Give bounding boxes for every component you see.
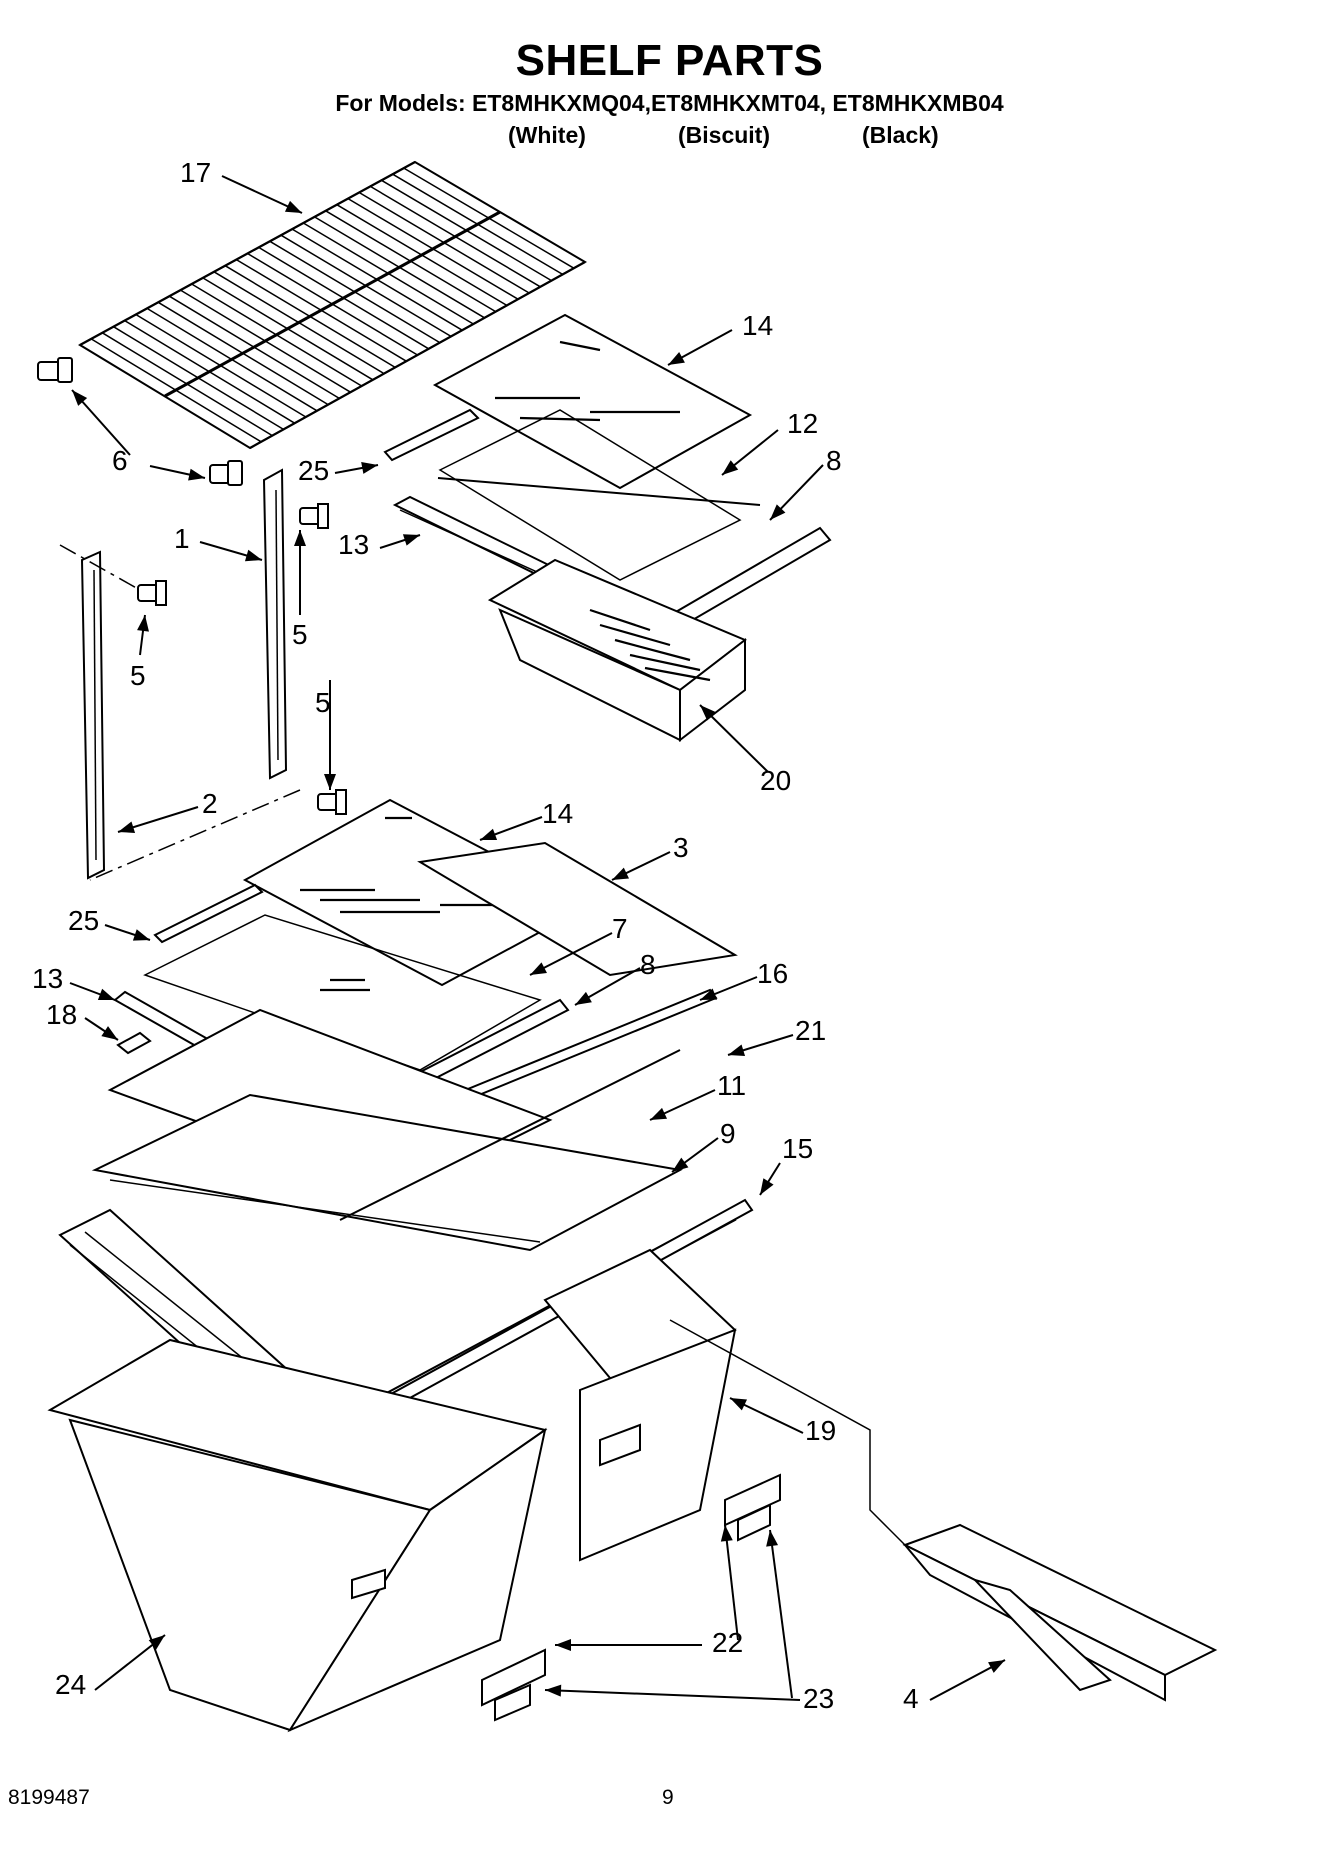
model-list: For Models: ET8MHKXMQ04,ET8MHKXMT04, ET8… (335, 90, 1004, 116)
callout-5-upper: 5 (292, 619, 308, 650)
callout-2: 2 (202, 788, 218, 819)
leader-arrowhead (244, 549, 262, 562)
callout-19: 19 (805, 1415, 836, 1446)
leader-arrowhead (324, 774, 336, 790)
upper-shelf-frame (437, 409, 761, 581)
leader-arrowhead (722, 460, 739, 475)
callout-5-lower: 5 (315, 687, 331, 718)
color-white-label: (White) (508, 122, 586, 148)
callout-14-lower: 14 (542, 798, 573, 829)
leader-line (769, 1529, 793, 1699)
callout-13-lower: 13 (32, 963, 63, 994)
callout-18: 18 (46, 999, 77, 1030)
document-number: 8199487 (8, 1786, 90, 1809)
callout-23: 23 (803, 1683, 834, 1714)
wire-shelf (77, 160, 588, 450)
crisper-drawer-left (47, 1338, 548, 1733)
callout-22: 22 (712, 1627, 743, 1658)
leader-line (544, 1689, 801, 1701)
shelf-peg-right (209, 460, 243, 486)
callout-21: 21 (795, 1015, 826, 1046)
leader-arrowhead (760, 1178, 774, 1195)
callout-16: 16 (757, 958, 788, 989)
leader-arrowhead (148, 1635, 165, 1650)
callout-1: 1 (174, 523, 190, 554)
leader-arrowhead (988, 1660, 1005, 1673)
leader-arrowhead (137, 615, 149, 632)
leader-arrowhead (700, 705, 716, 721)
callout-24: 24 (55, 1669, 86, 1700)
callout-3: 3 (673, 832, 689, 863)
color-biscuit-label: (Biscuit) (678, 122, 770, 148)
callout-14-upper: 14 (742, 310, 773, 341)
leader-arrowhead (188, 468, 205, 481)
drawer-clip-left (481, 1648, 546, 1722)
callout-9: 9 (720, 1118, 736, 1149)
trim-strip-small (116, 1031, 152, 1055)
color-black-label: (Black) (862, 122, 939, 148)
shelf-ladder-right (89, 468, 301, 881)
shelf-ladder-left (59, 544, 141, 880)
leader-arrowhead (530, 962, 547, 975)
leader-arrowhead (650, 1107, 668, 1120)
leader-arrowhead (672, 1157, 689, 1172)
screw-upper-right (299, 503, 329, 529)
callout-25-lower: 25 (68, 905, 99, 936)
leader-arrowhead (118, 821, 136, 833)
lower-glass-pane (417, 841, 738, 977)
callout-12: 12 (787, 408, 818, 439)
leader-arrowhead (612, 867, 630, 880)
callout-11: 11 (717, 1070, 746, 1101)
page-number: 9 (662, 1786, 674, 1809)
leader-arrowhead (294, 530, 306, 546)
leader-arrowhead (728, 1044, 746, 1057)
page-title: SHELF PARTS (515, 36, 824, 85)
leader-arrowhead (720, 1525, 733, 1542)
leader-arrowhead (284, 200, 302, 213)
leader-arrowhead (766, 1530, 779, 1547)
leader-arrowhead (555, 1639, 571, 1651)
callout-25-upper: 25 (298, 455, 329, 486)
callout-5-left: 5 (130, 660, 146, 691)
trim-strip-upper (153, 883, 264, 944)
callout-8-upper: 8 (826, 445, 842, 476)
crisper-frame (91, 1049, 684, 1252)
callout-13-upper: 13 (338, 529, 369, 560)
leader-arrowhead (361, 462, 378, 474)
leader-arrowhead (480, 828, 498, 841)
leader-arrowhead (770, 504, 786, 520)
deli-drawer (487, 558, 747, 743)
leader-arrowhead (668, 352, 685, 365)
upper-glass-shelf (432, 313, 753, 490)
leader-arrowhead (575, 991, 592, 1005)
callout-20: 20 (760, 765, 791, 796)
callout-17: 17 (180, 157, 211, 188)
callout-8-lower: 8 (640, 949, 656, 980)
callout-6-left: 6 (112, 445, 128, 476)
callout-4: 4 (903, 1683, 919, 1714)
leader-arrowhead (132, 929, 150, 941)
screw-left (137, 580, 167, 606)
drawer-clip-right (724, 1473, 781, 1542)
crisper-drawer-right (543, 1248, 737, 1562)
leader-line (724, 1524, 739, 1641)
leader-arrowhead (730, 1398, 748, 1411)
leader-arrowhead (101, 1026, 118, 1040)
leader-arrowhead (72, 390, 88, 406)
callout-15: 15 (782, 1133, 813, 1164)
leader-arrowhead (700, 988, 718, 1000)
leader-arrowhead (97, 988, 115, 1000)
crisper-cover-bracket (669, 1319, 1218, 1702)
leader-arrowhead (402, 534, 420, 546)
upper-rear-trim (383, 408, 480, 462)
leader-arrowhead (545, 1684, 562, 1697)
screw-lower-right (317, 789, 347, 815)
callout-7: 7 (612, 913, 628, 944)
shelf-peg-left (37, 357, 73, 383)
